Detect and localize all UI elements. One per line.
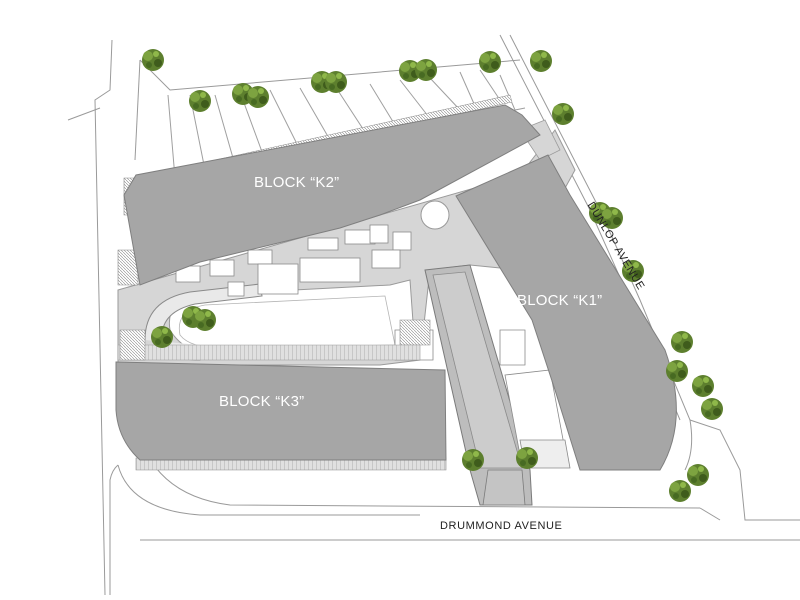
block-k2-footprint xyxy=(123,104,541,286)
courtyard-structures xyxy=(175,224,412,297)
block-k2-label: BLOCK “K2” xyxy=(254,174,340,191)
block-k1-label: BLOCK “K1” xyxy=(517,292,603,309)
paving xyxy=(117,119,576,366)
block-k3-label: BLOCK “K3” xyxy=(219,393,305,410)
block-k3-footprint xyxy=(115,361,447,461)
street-label-drummond-avenue: DRUMMOND AVENUE xyxy=(440,520,563,532)
block-k1-footprint xyxy=(455,154,677,471)
